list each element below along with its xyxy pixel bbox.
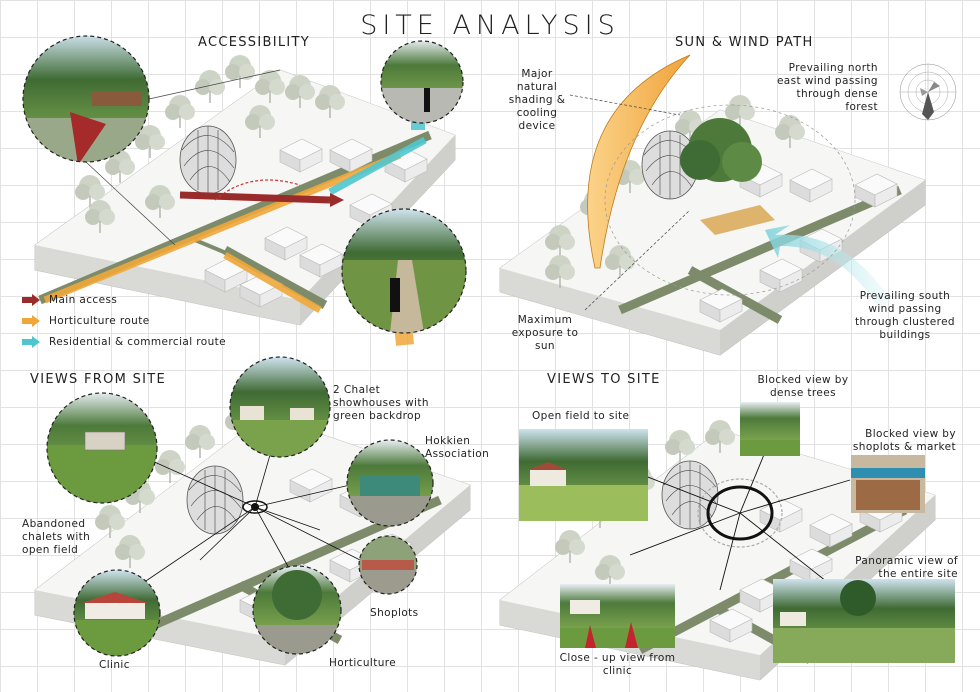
main-access-arrow-icon [22,293,40,306]
horticulture-label: Horticulture [329,657,397,669]
open-field-label: Open field to site [532,410,630,422]
shoplots-label: Shoplots [370,607,419,619]
open-field-photo [519,429,648,521]
south-wind-label: Prevailing south wind passing through cl… [855,290,955,341]
legend-item-residential: Residential & commercial route [22,331,226,352]
shoplots-market-photo [851,455,925,513]
horticulture-arrow-icon [22,314,40,327]
chalet-label: 2 Chalet showhouses with green backdrop [333,384,429,422]
shading-label: Major natural shading & cooling device [508,68,566,132]
panoramic-label: Panoramic view of the entire site [855,555,958,580]
shoplots-photo [359,536,417,594]
dense-trees-label: Blocked view by dense trees [757,374,849,399]
accessibility-panel [22,35,467,346]
panoramic-photo [773,579,955,663]
views-to-title: VIEWS TO SITE [547,372,661,387]
abandoned-label: Abandoned chalets with open field [22,518,91,556]
accessibility-photo-1 [23,36,149,162]
north-wind-label: Prevailing north east wind passing throu… [776,62,878,113]
accessibility-photo-2 [381,41,463,123]
sun-wind-panel [499,54,957,356]
views-from-panel [34,356,471,666]
shoplots-market-label: Blocked view by shoplots & market [852,428,956,453]
hokkien-association-photo [347,440,433,526]
views-to-panel [499,402,955,681]
dense-trees-photo [740,402,800,456]
closeup-label: Close - up view from clinic [559,652,676,677]
residential-arrow-icon [22,335,40,348]
page-title: SITE ANALYSIS [360,10,620,41]
legend-item-horticulture: Horticulture route [22,310,226,331]
legend-item-main-access: Main access [22,289,226,310]
clinic-label: Clinic [99,659,130,671]
accessibility-title: ACCESSIBILITY [198,35,310,50]
accessibility-photo-3 [342,209,466,333]
hokkien-label: Hokkien Association [425,435,490,460]
sun-wind-title: SUN & WIND PATH [675,35,814,50]
closeup-clinic-photo [560,584,675,648]
max-sun-label: Maximum exposure to sun [511,314,579,352]
target-icon [697,478,783,548]
views-from-title: VIEWS FROM SITE [30,372,167,387]
route-legend: Main access Horticulture route Residenti… [22,289,226,352]
wind-rose [899,63,957,121]
